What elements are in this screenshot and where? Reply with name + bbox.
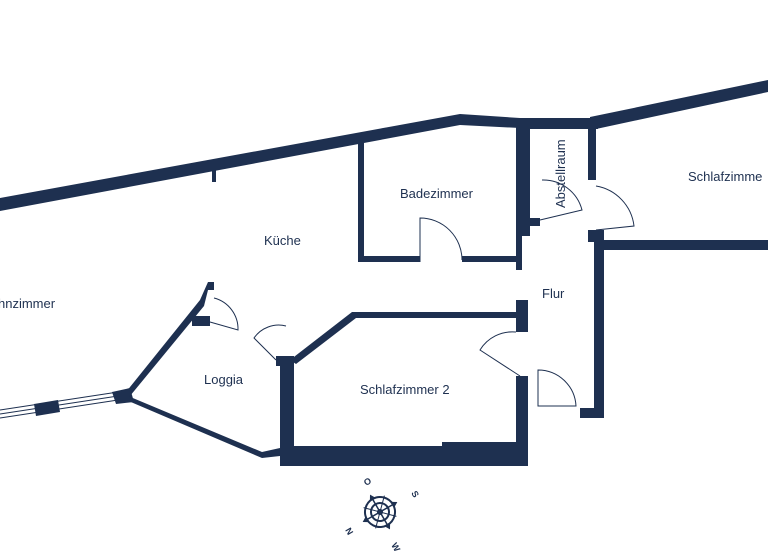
badezimmer-walls: [358, 118, 604, 270]
schlafzimmer1-south-wall: [594, 240, 768, 250]
kitchen-wall-stub: [212, 170, 216, 182]
top-wall-middle: [516, 118, 598, 129]
label-schlafzimmer-1: Schlafzimme: [688, 169, 762, 184]
compass-letter-n: N: [343, 526, 355, 537]
flur-east-wall-bottom: [580, 408, 604, 418]
schlafzimmer2-east-stub: [516, 300, 528, 332]
abstell-west-wall: [516, 118, 530, 236]
top-wall-right: [590, 80, 768, 129]
windows: [0, 366, 293, 446]
schlaf2-north-wall: [290, 312, 516, 364]
exterior-walls: [0, 80, 768, 466]
label-abstellraum: Abstellraum: [553, 139, 568, 208]
compass-letter-o: O: [362, 476, 373, 488]
compass-letter-s: S: [409, 489, 421, 499]
label-kueche: Küche: [264, 233, 301, 248]
schlaf2-door: [479, 331, 521, 377]
schlaf2-south-thick: [442, 442, 528, 466]
abstell-south-wall: [530, 218, 540, 226]
loggia-north-stub: [192, 316, 210, 326]
loggia-door-left: [209, 297, 239, 331]
loggia-south-wall: [126, 396, 280, 458]
label-loggia: Loggia: [204, 372, 244, 387]
bad-south-wall-right: [462, 256, 522, 262]
label-schlafzimmer-2: Schlafzimmer 2: [360, 382, 450, 397]
wohnzimmer-window-a: [0, 391, 119, 411]
schlaf1-door-wall: [588, 230, 604, 242]
bad-west-wall: [358, 140, 364, 262]
label-badezimmer: Badezimmer: [400, 186, 474, 201]
doors: [209, 179, 635, 407]
bad-door: [419, 217, 463, 262]
bad-south-wall-left: [358, 256, 420, 262]
schlafzimmer2-walls: [112, 282, 528, 466]
loggia-door-right: [253, 324, 287, 361]
room-labels: hnzimmer Küche Badezimmer Abstellraum Sc…: [0, 139, 762, 397]
label-flur: Flur: [542, 286, 565, 301]
loggia-west-wall: [126, 282, 214, 396]
compass-letter-w: W: [389, 541, 402, 554]
window-frame: [34, 400, 60, 416]
schlaf1-door: [595, 185, 635, 231]
top-wall-left: [0, 114, 520, 211]
wohnzimmer-window-b: [0, 395, 119, 415]
flur-east-wall: [594, 240, 604, 418]
flur-door: [537, 369, 577, 407]
abstell-east-wall: [588, 118, 596, 180]
abstell-door: [539, 179, 583, 221]
label-wohnzimmer: hnzimmer: [0, 296, 56, 311]
loggia-northeast-stub: [276, 356, 294, 366]
compass-rose-icon: [362, 494, 398, 530]
